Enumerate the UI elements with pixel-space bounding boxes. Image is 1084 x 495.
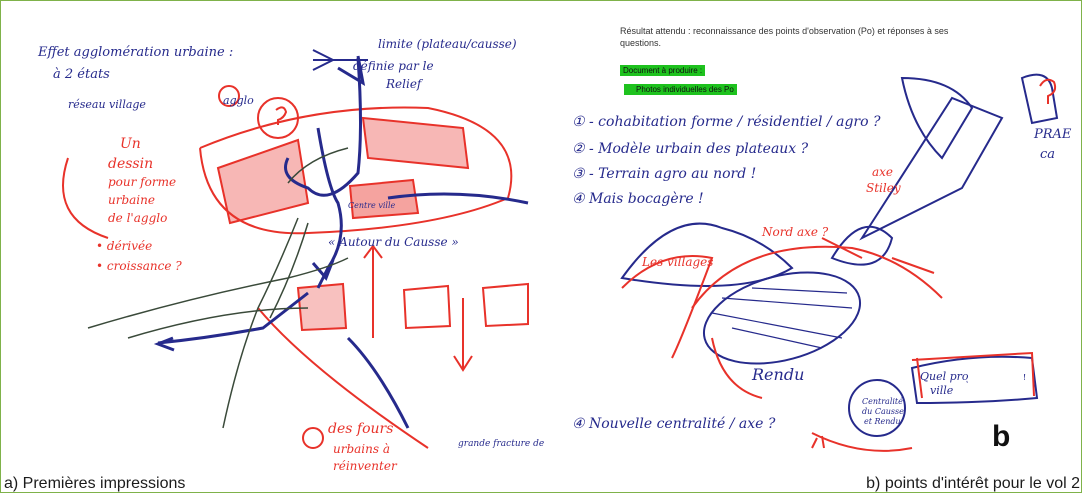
svg-text:réinventer: réinventer — [333, 459, 398, 473]
doc-photos-box: Photos individuelles des Po — [624, 84, 737, 95]
svg-text:Centre ville: Centre ville — [348, 201, 396, 210]
svg-text:Centralité: Centralité — [862, 397, 903, 406]
doc-result-line2: questions. — [620, 38, 662, 48]
svg-text:PRAE -: PRAE - — [1033, 127, 1076, 142]
svg-text:des fours: des fours — [328, 421, 393, 437]
sketch-a-drawing: Effet agglomération urbaine : à 2 états … — [37, 37, 544, 473]
sketch-a-handwriting: Effet agglomération urbaine : à 2 états … — [37, 37, 544, 449]
redacted-area — [968, 366, 1024, 396]
svg-text:définie par le: définie par le — [353, 59, 434, 73]
svg-text:ca: ca — [1040, 147, 1055, 162]
svg-text:• croissance ?: • croissance ? — [96, 259, 182, 273]
caption-b: b) points d'intérêt pour le vol 2 — [866, 475, 1080, 492]
svg-text:à 2 états: à 2 états — [53, 67, 110, 82]
doc-result-line1: Résultat attendu : reconnaissance des po… — [620, 26, 949, 36]
svg-text:Les villages: Les villages — [641, 255, 713, 269]
svg-text:limite (plateau/causse): limite (plateau/causse) — [378, 37, 517, 51]
sketch-a-red-notes: Un dessin pour forme urbaine de l'agglo … — [96, 136, 398, 473]
svg-text:• dérivée: • dérivée — [96, 239, 152, 253]
svg-text:pour forme: pour forme — [108, 175, 176, 189]
svg-text:Effet agglomération urbaine :: Effet agglomération urbaine : — [37, 45, 233, 60]
panel-b-letter: b — [992, 420, 1011, 453]
svg-text:et Rendu: et Rendu — [864, 417, 901, 426]
svg-text:① - cohabitation forme / résid: ① - cohabitation forme / résidentiel / a… — [572, 114, 881, 130]
sketch-b-red-notes: Les villages Nord axe ? axe Stiley — [641, 165, 901, 269]
sketch-panel-a: Effet agglomération urbaine : à 2 états … — [8, 8, 544, 478]
svg-text:③ - Terrain agro au nord !: ③ - Terrain agro au nord ! — [572, 166, 756, 182]
sketch-panel-b: ① - cohabitation forme / résidentiel / a… — [562, 8, 1076, 478]
svg-text:Stiley: Stiley — [866, 181, 901, 195]
svg-text:urbains à: urbains à — [333, 442, 390, 456]
svg-text:Rendu: Rendu — [751, 365, 804, 384]
svg-text:dessin: dessin — [108, 156, 153, 172]
svg-text:④ Nouvelle centralité / axe ?: ④ Nouvelle centralité / axe ? — [572, 416, 776, 432]
svg-text:« Autour du Causse »: « Autour du Causse » — [328, 235, 459, 249]
svg-text:Relief: Relief — [385, 77, 424, 91]
svg-text:du Causse: du Causse — [862, 407, 904, 416]
doc-produce-box: Document à produire : — [620, 65, 706, 76]
sketch-b-drawing: ① - cohabitation forme / résidentiel / a… — [572, 73, 1076, 452]
svg-text:urbaine: urbaine — [108, 193, 155, 207]
svg-text:④ Mais bocagère !: ④ Mais bocagère ! — [572, 191, 704, 207]
svg-text:Un: Un — [120, 136, 141, 152]
svg-text:grande fracture de plateau: grande fracture de plateau — [458, 439, 544, 449]
svg-text:de l'agglo: de l'agglo — [108, 211, 167, 225]
svg-text:agglo: agglo — [223, 94, 254, 107]
svg-text:② - Modèle urbain des plateaux: ② - Modèle urbain des plateaux ? — [572, 141, 809, 157]
caption-a: a) Premières impressions — [4, 475, 186, 492]
svg-text:ville: ville — [930, 384, 954, 397]
svg-text:axe: axe — [872, 165, 893, 179]
svg-text:réseau village: réseau village — [68, 98, 146, 111]
svg-text:Nord axe ?: Nord axe ? — [761, 225, 829, 239]
